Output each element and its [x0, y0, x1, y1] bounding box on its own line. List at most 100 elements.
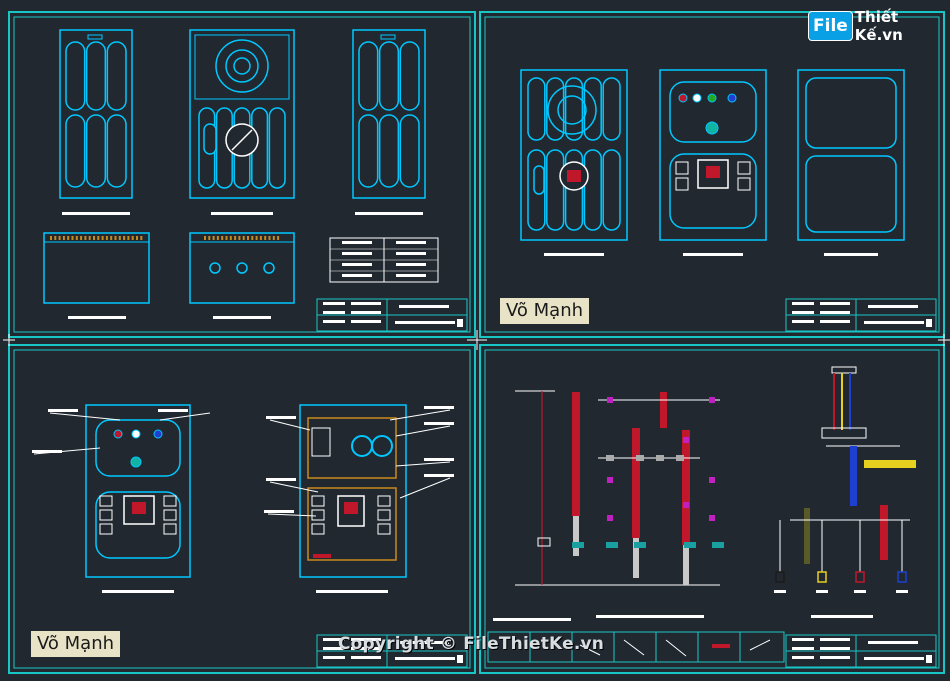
title-text-e-3 — [457, 655, 463, 663]
s3-indicator-2 — [153, 429, 163, 439]
s2-pills-top-0 — [527, 77, 546, 141]
top-view-1-vent-6 — [75, 236, 78, 240]
copyright-watermark: Copyright © FileThietKe.vn — [338, 634, 605, 654]
top-view-1-vent-12 — [101, 236, 104, 240]
top-view-1-vent-2 — [58, 236, 61, 240]
title-text-e-2 — [926, 319, 932, 327]
s3r-leader-2 — [267, 513, 317, 517]
top-view-1-vent-5 — [71, 236, 74, 240]
author-label-sheet-2: Võ Mạnh — [500, 298, 590, 324]
s2-back-lower — [805, 155, 897, 233]
sch-r-branch-label-1 — [816, 590, 828, 593]
magenta-node-4 — [607, 515, 613, 521]
s3-terminal — [313, 554, 331, 558]
spec-table-b-0 — [396, 241, 426, 244]
teal-coil-1 — [606, 542, 618, 548]
front-door-emblem-outer — [215, 39, 269, 93]
top-view-2-vent-6 — [229, 236, 232, 240]
top-view-2-vent-5 — [225, 236, 228, 240]
s3r-callout-0 — [266, 416, 296, 419]
wire-red-2 — [682, 430, 690, 545]
s3r-leader-1 — [269, 481, 319, 493]
caption-schematic-left-b — [596, 615, 704, 618]
brand-logo: File Thiết Kế.vn — [808, 8, 950, 44]
title-text-b-4-1 — [820, 647, 850, 650]
s3-indicator-1 — [131, 429, 141, 439]
title-text-c-2 — [868, 305, 918, 308]
magenta-node-5 — [709, 515, 715, 521]
top-view-2-vent-16 — [272, 236, 275, 240]
top-view-1-vent-9 — [88, 236, 91, 240]
caption-s2-front — [544, 253, 604, 256]
top-view-2-vent-14 — [264, 236, 267, 240]
magenta-node-3 — [709, 477, 715, 483]
s3r-callout-2 — [264, 510, 294, 513]
caption-s3-left — [102, 590, 174, 593]
s2-pills-top-2 — [564, 77, 584, 141]
top-view-1-vent-13 — [105, 236, 108, 240]
caption-right-side — [355, 212, 423, 215]
right-pills-top-0 — [358, 41, 379, 111]
magenta-node-0 — [607, 397, 613, 403]
caption-s2-open — [683, 253, 743, 256]
s2-panel-open — [659, 69, 767, 241]
s3-leader-0 — [49, 412, 121, 421]
s2-emblem-outer — [547, 85, 597, 135]
front-door — [189, 29, 295, 199]
s2-pills-top-1 — [546, 77, 565, 141]
spec-table-b-3 — [396, 274, 426, 277]
top-view-1-vent-7 — [80, 236, 83, 240]
top-view-2-vent-12 — [255, 236, 258, 240]
s3-breaker-l-1 — [99, 509, 113, 521]
left-pills-bottom-2 — [106, 114, 127, 188]
s3-b2-r-0 — [377, 495, 391, 507]
title-text-a-1-0 — [323, 302, 345, 305]
title-text-b-3-0 — [351, 638, 381, 641]
top-view-2 — [189, 232, 295, 304]
s2-indicator-1 — [692, 93, 702, 103]
s3-breaker-r-0 — [163, 495, 177, 507]
front-door-upper — [194, 34, 290, 100]
sheet-frame-inner-2 — [484, 16, 940, 333]
top-view-1-vent-19 — [131, 236, 134, 240]
s2-back-upper — [805, 77, 897, 149]
s3r-leader-3 — [389, 409, 451, 421]
sheet-frame-outer-4 — [479, 344, 945, 674]
sch-r-olive — [804, 508, 810, 564]
title-text-b-1-1 — [351, 311, 381, 314]
spec-table-a-2 — [342, 263, 372, 266]
top-view-1-vent-20 — [136, 236, 138, 240]
caption-left-side — [62, 212, 130, 215]
title-text-d-4 — [864, 657, 924, 660]
magenta-node-7 — [683, 502, 689, 508]
spec-table-a-1 — [342, 252, 372, 255]
top-view-2-vent-9 — [242, 236, 245, 240]
title-text-e-4 — [926, 655, 932, 663]
wire-grey-1 — [633, 538, 639, 578]
caption-schematic-left-a — [493, 618, 571, 621]
title-text-a-2-2 — [792, 320, 814, 323]
title-text-b-1-2 — [351, 320, 381, 323]
teal-coil-4 — [712, 542, 724, 548]
title-text-a-4-1 — [792, 647, 814, 650]
s2-pills-top-4 — [602, 77, 621, 141]
wire-red-0 — [572, 392, 580, 516]
grey-contact-0 — [606, 455, 614, 461]
title-text-b-3-2 — [351, 656, 381, 659]
s2-pills-bottom-3 — [583, 149, 602, 231]
sch-r-branch-load-3 — [897, 571, 907, 583]
right-pills-bottom-0 — [358, 114, 379, 188]
s3r-callout-6 — [424, 474, 454, 477]
wire-red-top — [660, 392, 667, 428]
author-label-sheet-3: Võ Mạnh — [31, 631, 121, 657]
title-text-a-3-1 — [323, 647, 345, 650]
s3r-leader-5 — [395, 461, 451, 467]
top-view-1-vent-8 — [84, 236, 87, 240]
title-text-b-2-0 — [820, 302, 850, 305]
legend-symbol-1 — [623, 639, 645, 656]
teal-coil-2 — [634, 542, 646, 548]
title-text-b-2-2 — [820, 320, 850, 323]
caption-s3-right — [316, 590, 388, 593]
